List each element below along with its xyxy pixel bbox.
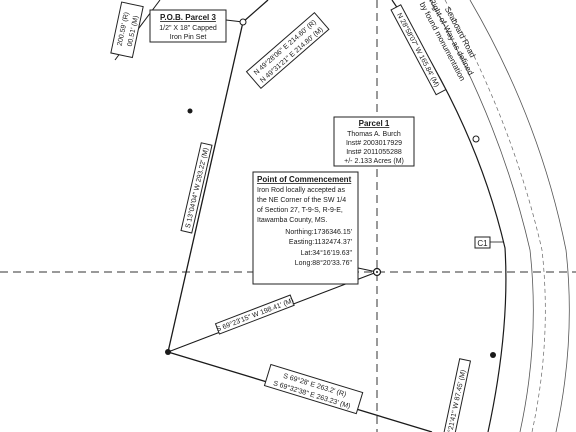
- commencement-line: Iron Rod locally accepted as: [257, 187, 345, 194]
- commencement-longitude: Long:88°20'33.76": [295, 259, 353, 267]
- west-line: [167, 21, 244, 353]
- parcel1-inst2: Inst# 2011055288: [346, 149, 402, 156]
- road-right-of-way: [391, 0, 570, 432]
- tie-line-label: S 69°23'15" W 198.41' (M): [214, 294, 295, 335]
- tie-line-bearing: S 69°23'15" W 198.41' (M): [215, 297, 295, 334]
- commencement-line: the NE Corner of the SW 1/4: [257, 197, 346, 204]
- north-line: [242, 0, 269, 23]
- commencement-northing: Northing:1736346.15': [285, 229, 352, 236]
- pob-line1: 1/2" X 18" Capped: [159, 25, 217, 32]
- south-line-label: S 69°28' E 263.2' (R) S 69°32'38" E 263.…: [263, 363, 364, 415]
- commencement-easting: Easting:1132474.37': [289, 239, 352, 246]
- parcel1-acres: +/- 2.133 Acres (M): [344, 158, 404, 165]
- north-line-label: N 49°28'06" E 214.60' (R) N 49°31'21" E …: [245, 11, 330, 90]
- pob-callout: P.O.B. Parcel 3 1/2" X 18" Capped Iron P…: [149, 9, 227, 43]
- commencement-line: of Section 27, T-9-S, R-9-E,: [257, 207, 343, 214]
- pob-line2: Iron Pin Set: [170, 34, 207, 41]
- road-point-marker-lower: [490, 352, 496, 358]
- commencement-latitude: Lat:34°16'19.63": [301, 249, 353, 257]
- corner-marker-sw: [165, 349, 171, 355]
- road-point-marker: [472, 135, 480, 143]
- commencement-line: Itawamba County, MS.: [257, 217, 327, 224]
- parcel1-title: Parcel 1: [359, 119, 390, 128]
- bottom-right-partial-label: 24°21'41" W 87.45' (M): [439, 358, 472, 432]
- parcel1-callout: Parcel 1 Thomas A. Burch Inst# 200301792…: [333, 116, 415, 167]
- commencement-marker-dot: [376, 271, 378, 273]
- pob-title: P.O.B. Parcel 3: [160, 13, 216, 22]
- parcel1-inst1: Inst# 2003017929: [346, 140, 402, 147]
- interior-point-marker: [187, 108, 193, 114]
- curve-c1-label: C1: [477, 239, 488, 248]
- pob-pin-marker: [239, 18, 247, 26]
- parcel1-owner: Thomas A. Burch: [347, 131, 401, 138]
- curve-label: C1: [474, 236, 503, 249]
- commencement-title: Point of Commencement: [257, 175, 352, 184]
- top-left-partial-label: 200.59' (R) 00.51' (M): [110, 1, 144, 59]
- commencement-callout: Point of Commencement Iron Rod locally a…: [252, 171, 359, 285]
- west-line-label: S 13°04'04" W 293.22' (M): [180, 142, 213, 234]
